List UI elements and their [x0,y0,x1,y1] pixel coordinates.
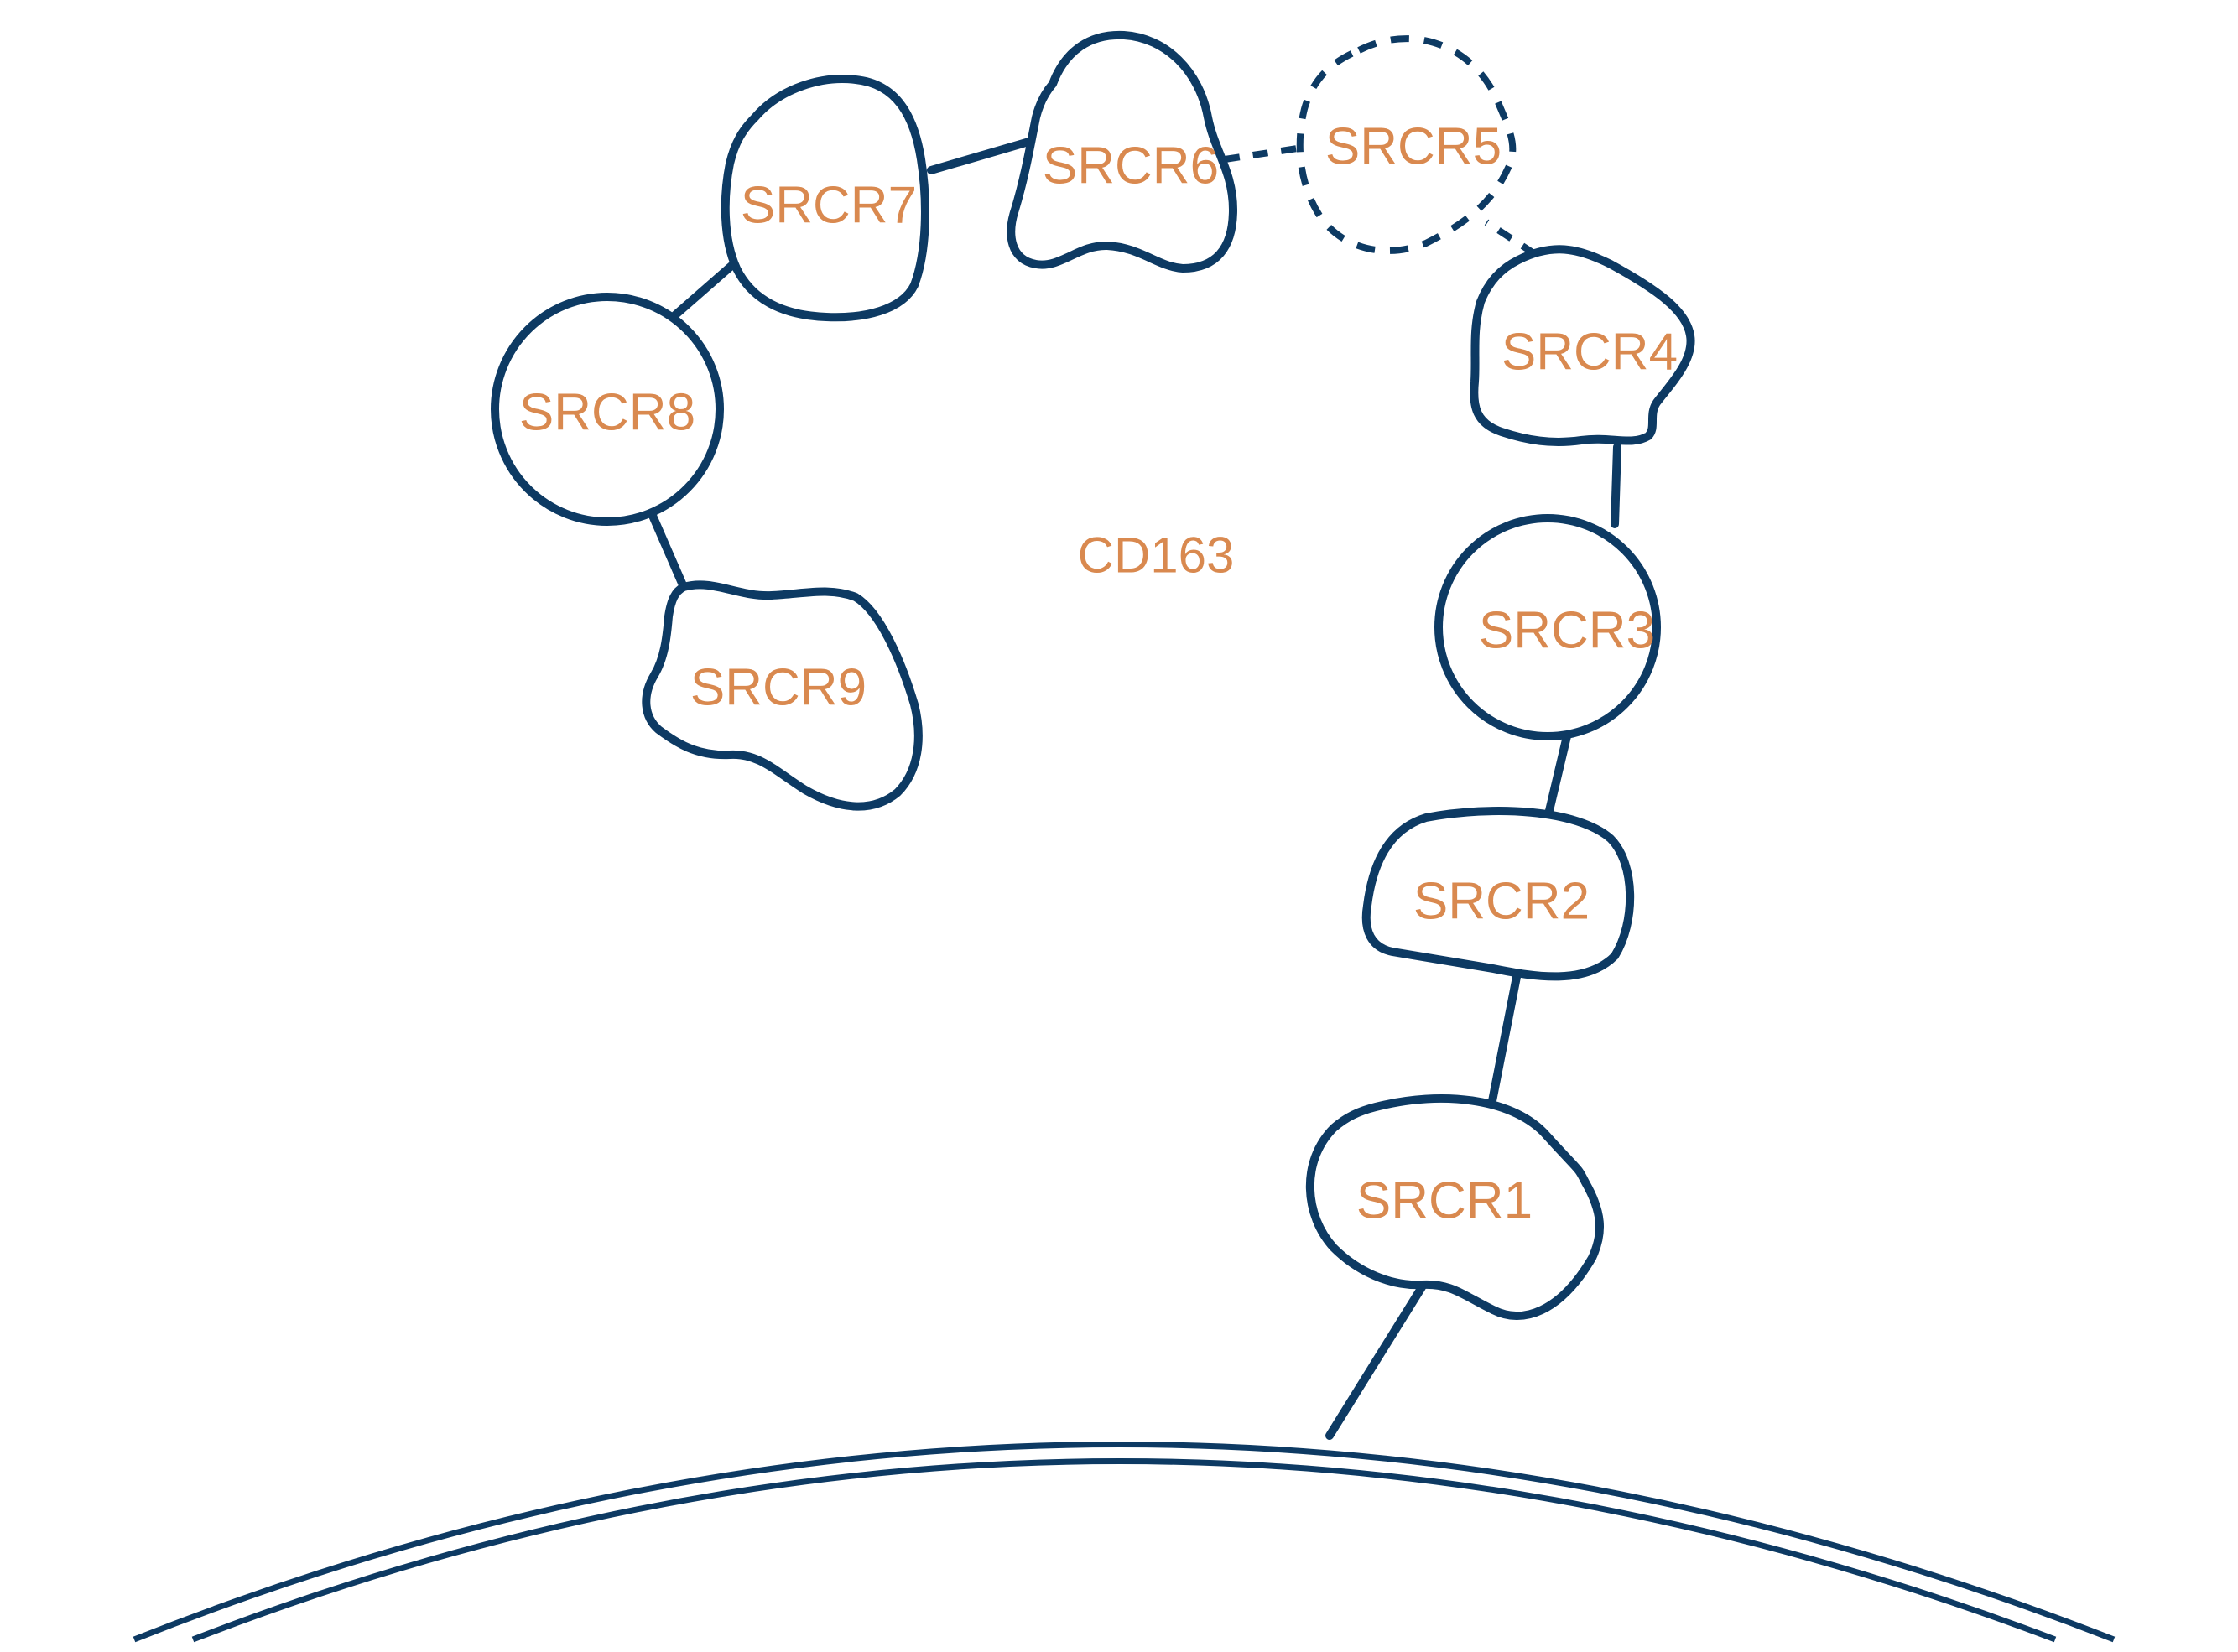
domain-srcr8-shape [491,293,724,526]
domain-srcr6-shape [1007,30,1237,273]
domain-srcr1-label: SRCR1 [1356,1172,1533,1230]
domain-srcr2-label: SRCR2 [1413,873,1590,931]
srcr-domains [491,30,1695,1320]
linkers [646,137,1621,1440]
linker-srcr1-srcr2 [1487,973,1521,1109]
domain-labels: SRCR1 SRCR2 SRCR3 SRCR4 SRCR5 SRCR6 SRCR… [519,118,1678,1230]
linker-srcr2-srcr3 [1543,732,1571,822]
domain-srcr3-shape [1434,514,1661,740]
domain-srcr5-label: SRCR5 [1325,118,1502,176]
domain-srcr2-shape [1361,807,1635,981]
domain-srcr3-label: SRCR3 [1479,602,1655,660]
cell-membrane-outer [133,1442,2116,1643]
domain-srcr4-shape [1470,245,1695,446]
linker-srcr6-srcr7 [927,137,1036,174]
domain-srcr9-shape [642,580,923,811]
domain-srcr4-label: SRCR4 [1502,324,1678,382]
linker-srcr4-srcr5 [1484,219,1538,257]
domain-srcr7-shape [721,75,929,322]
protein-label: CD163 [1078,527,1235,584]
domain-srcr9-label: SRCR9 [690,659,867,717]
linker-srcr8-srcr9 [646,506,688,591]
domain-srcr7-label: SRCR7 [741,177,917,235]
domain-srcr1-shape [1305,1094,1604,1320]
linker-membrane-srcr1 [1325,1283,1426,1440]
linker-srcr5-srcr6 [1224,143,1309,163]
domain-srcr8-label: SRCR8 [519,384,695,442]
cell-membrane-inner [191,1458,2057,1643]
domain-srcr6-label: SRCR6 [1043,138,1219,195]
domain-srcr5-shape [1296,35,1517,254]
linker-srcr7-srcr8 [667,256,742,323]
linker-srcr3-srcr4 [1611,443,1621,528]
